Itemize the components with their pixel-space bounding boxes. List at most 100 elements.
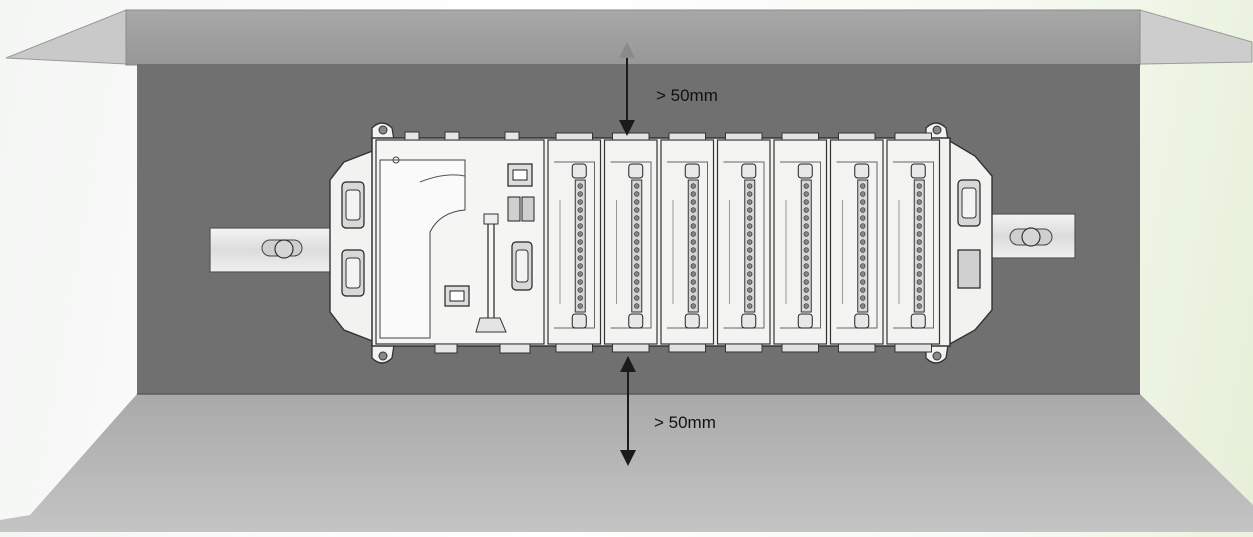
io-terminal-pin: [747, 287, 753, 293]
io-slot-bottom-tab: [612, 343, 650, 353]
io-terminal-pin: [634, 271, 640, 277]
io-slot-latch-bottom: [910, 313, 926, 329]
io-terminal-pin: [747, 295, 753, 301]
io-slot-latch-bottom: [684, 313, 700, 329]
io-terminal-pin: [747, 271, 753, 277]
io-terminal-pin: [634, 279, 640, 285]
rail-screw-right: [1021, 227, 1041, 247]
io-terminal-pin: [747, 279, 753, 285]
io-terminal-pin: [634, 295, 640, 301]
io-terminal-pin: [634, 263, 640, 269]
rail-screw-left: [274, 239, 294, 259]
io-terminal-pin: [634, 183, 640, 189]
io-slot-latch-top: [628, 163, 644, 179]
io-terminal-pin: [747, 247, 753, 253]
db9-connector-icon: [345, 189, 361, 221]
io-terminal-pin: [747, 183, 753, 189]
io-terminal-pin: [747, 255, 753, 261]
io-terminal-pin: [803, 231, 809, 237]
io-slot-group: [547, 132, 941, 353]
io-terminal-pin: [634, 191, 640, 197]
io-terminal-pin: [803, 223, 809, 229]
arrow-up-icon: [620, 356, 636, 372]
io-terminal-pin: [634, 199, 640, 205]
clearance-dimensions: [619, 42, 636, 466]
io-slot-latch-bottom: [571, 313, 587, 329]
io-terminal-pin: [803, 303, 809, 309]
io-slot-latch-top: [797, 163, 813, 179]
io-terminal-block: [631, 179, 643, 313]
io-slot-bottom-tab: [725, 343, 763, 353]
io-terminal-pin: [577, 239, 583, 245]
cpu-cover-curve: [419, 174, 466, 183]
io-terminal-pin: [860, 303, 866, 309]
cpu-cable-clip: [483, 213, 499, 225]
cpu-cable: [487, 215, 495, 320]
io-terminal-pin: [577, 191, 583, 197]
io-slot-latch-top: [684, 163, 700, 179]
io-terminal-pin: [577, 215, 583, 221]
io-terminal-pin: [916, 183, 922, 189]
io-terminal-block: [913, 179, 925, 313]
io-terminal-pin: [803, 191, 809, 197]
io-terminal-pin: [860, 287, 866, 293]
io-terminal-pin: [747, 223, 753, 229]
io-terminal-pin: [860, 255, 866, 261]
cpu-front-cover: [379, 159, 466, 339]
io-terminal-pin: [916, 207, 922, 213]
io-terminal-pin: [860, 247, 866, 253]
io-terminal-block: [857, 179, 869, 313]
io-terminal-pin: [577, 223, 583, 229]
io-slot-bottom-tab: [781, 343, 819, 353]
mount-hole-top-right: [932, 125, 942, 135]
io-terminal-pin: [916, 279, 922, 285]
io-slot-latch-bottom: [741, 313, 757, 329]
io-terminal-pin: [690, 271, 696, 277]
io-terminal-pin: [577, 183, 583, 189]
io-slot-top-tab: [838, 132, 876, 141]
db9-connector-icon: [515, 249, 529, 283]
cpu-top-tab-1: [404, 131, 420, 141]
io-terminal-pin: [577, 271, 583, 277]
io-terminal-block: [574, 179, 586, 313]
io-terminal-pin: [690, 223, 696, 229]
io-terminal-pin: [916, 255, 922, 261]
io-slot-latch-top: [910, 163, 926, 179]
bottom-clearance-label: > 50mm: [654, 413, 716, 432]
io-terminal-pin: [634, 207, 640, 213]
io-slot-module: [660, 132, 715, 353]
controller-backplane: [329, 122, 993, 364]
io-terminal-pin: [860, 231, 866, 237]
io-slot-latch-bottom: [854, 313, 870, 329]
io-slot-top-tab: [894, 132, 932, 141]
io-terminal-pin: [690, 199, 696, 205]
io-slot-bottom-tab: [555, 343, 593, 353]
io-terminal-pin: [803, 295, 809, 301]
io-terminal-pin: [634, 303, 640, 309]
io-slot-module: [829, 132, 884, 353]
io-terminal-pin: [747, 231, 753, 237]
io-terminal-pin: [916, 199, 922, 205]
io-slot-bottom-tab: [668, 343, 706, 353]
io-terminal-pin: [916, 239, 922, 245]
io-terminal-pin: [690, 255, 696, 261]
io-terminal-pin: [747, 191, 753, 197]
io-terminal-pin: [916, 215, 922, 221]
mount-hole-top-left: [378, 125, 388, 135]
io-slot-top-tab: [555, 132, 593, 141]
io-terminal-pin: [860, 183, 866, 189]
io-terminal-pin: [634, 239, 640, 245]
dip-switch-icon: [957, 249, 981, 289]
io-slot-module: [773, 132, 828, 353]
cpu-cable-end: [475, 317, 507, 333]
io-terminal-pin: [577, 295, 583, 301]
io-terminal-pin: [577, 279, 583, 285]
right-end-plate: [947, 138, 993, 347]
io-slot-module: [603, 132, 658, 353]
cpu-module: [375, 131, 545, 354]
cabinet-top-right-flap: [1139, 9, 1253, 65]
io-slot-top-tab: [725, 132, 763, 141]
io-terminal-pin: [634, 215, 640, 221]
io-terminal-pin: [690, 247, 696, 253]
